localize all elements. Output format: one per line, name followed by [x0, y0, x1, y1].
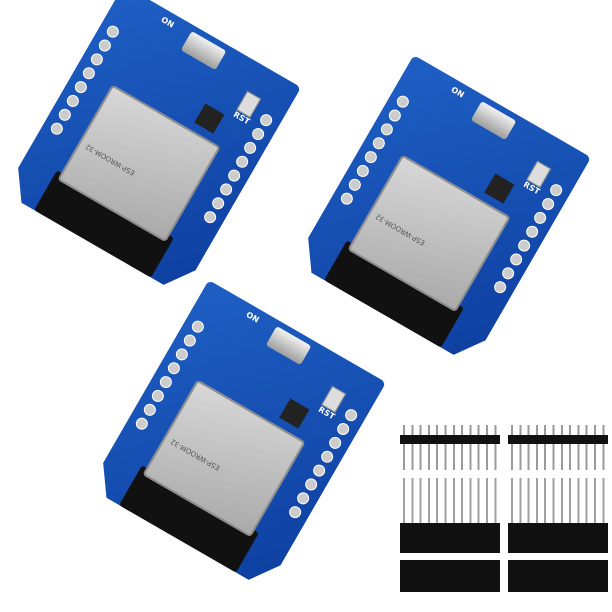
- stacking-header: [508, 478, 608, 553]
- esp32-board-2: ON RST ESP-WROOM-32: [294, 55, 592, 365]
- stacking-header: [400, 478, 500, 553]
- male-pin-header: [400, 425, 500, 470]
- female-header: [400, 560, 500, 592]
- female-header: [508, 560, 608, 592]
- esp32-board-3: ON RST ESP-WROOM-32: [89, 280, 387, 590]
- esp32-board-1: ON RST ESP-WROOM-32: [4, 0, 302, 295]
- male-pin-header: [508, 425, 608, 470]
